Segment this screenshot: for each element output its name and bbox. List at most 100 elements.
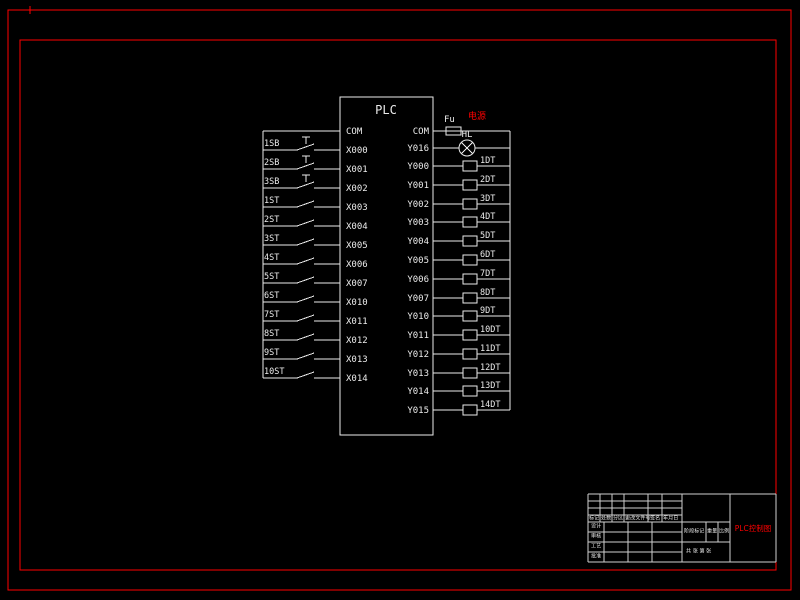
switch-blade-icon: [296, 162, 315, 170]
input-device-label: 5ST: [264, 272, 279, 282]
sig-design: 设计: [591, 523, 602, 530]
frame-outer: [7, 9, 792, 591]
solenoid-icon: [462, 404, 478, 416]
input-device-label: 1ST: [264, 196, 279, 206]
plc-output-pin-label: Y003: [407, 218, 429, 228]
output-device-label: 5DT: [480, 231, 495, 241]
output-device-label: 3DT: [480, 194, 495, 204]
plc-input-pin-label: X005: [346, 241, 368, 251]
output-device-label: 1DT: [480, 156, 495, 166]
sig-approve: 批准: [591, 553, 602, 560]
input-device-label: 10ST: [264, 367, 284, 377]
plc-output-pin-label: Y015: [407, 406, 429, 416]
rev-header-mark: 标记: [589, 515, 600, 522]
input-device-label: 2SB: [264, 158, 279, 168]
plc-output-pin-label: Y004: [407, 237, 429, 247]
plc-output-pin-label: Y002: [407, 200, 429, 210]
solenoid-icon: [462, 329, 478, 341]
solenoid-icon: [462, 198, 478, 210]
plc-input-pin-label: X001: [346, 165, 368, 175]
rev-header-doc: 更改文件号: [625, 515, 651, 522]
plc-com-left-label: COM: [346, 127, 363, 137]
lamp-cross-icon: [460, 141, 474, 155]
switch-blade-icon: [296, 333, 315, 341]
plc-input-pin-label: X012: [346, 336, 368, 346]
plc-input-pin-label: X011: [346, 317, 368, 327]
solenoid-icon: [462, 160, 478, 172]
input-device-label: 2ST: [264, 215, 279, 225]
switch-blade-icon: [296, 219, 315, 227]
solenoid-icon: [462, 216, 478, 228]
solenoid-icon: [462, 310, 478, 322]
switch-blade-icon: [296, 143, 315, 151]
plc-label: PLC: [375, 103, 397, 117]
rev-header-count: 处数: [601, 515, 612, 522]
rev-header-date: 年月日: [663, 515, 679, 522]
switch-blade-icon: [296, 352, 315, 360]
solenoid-icon: [462, 385, 478, 397]
switch-blade-icon: [296, 257, 315, 265]
input-device-label: 6ST: [264, 291, 279, 301]
solenoid-icon: [462, 292, 478, 304]
plc-input-pin-label: X002: [346, 184, 368, 194]
sig-check: 审核: [591, 533, 602, 540]
input-device-label: 3ST: [264, 234, 279, 244]
rev-header-zone: 分区: [613, 515, 624, 522]
sig-process: 工艺: [591, 543, 602, 550]
drawing-title: PLC控制图: [734, 523, 772, 533]
switch-blade-icon: [296, 276, 315, 284]
plc-box: [339, 96, 434, 436]
plc-input-pin-label: X010: [346, 298, 368, 308]
fuse-label: Fu: [444, 115, 455, 125]
rev-header-sign: 签名: [650, 515, 661, 522]
power-label: 电源: [468, 110, 486, 122]
plc-input-pin-label: X013: [346, 355, 368, 365]
plc-input-pin-label: X000: [346, 146, 368, 156]
plc-output-pin-label: Y007: [407, 294, 429, 304]
switch-blade-icon: [296, 238, 315, 246]
plc-input-pin-label: X006: [346, 260, 368, 270]
input-device-label: 4ST: [264, 253, 279, 263]
scale-label: 比例: [719, 528, 730, 535]
output-device-label: 2DT: [480, 175, 495, 185]
switch-blade-icon: [296, 371, 315, 379]
switch-blade-icon: [296, 295, 315, 303]
solenoid-icon: [462, 367, 478, 379]
plc-output-pin-label: Y000: [407, 162, 429, 172]
solenoid-icon: [462, 235, 478, 247]
output-device-label: 11DT: [480, 344, 500, 354]
solenoid-icon: [462, 179, 478, 191]
output-device-label: 9DT: [480, 306, 495, 316]
output-device-label: 6DT: [480, 250, 495, 260]
output-device-label: 13DT: [480, 381, 500, 391]
plc-input-pin-label: X007: [346, 279, 368, 289]
solenoid-icon: [462, 348, 478, 360]
plc-output-pin-label: Y001: [407, 181, 429, 191]
solenoid-icon: [462, 273, 478, 285]
plc-input-pin-label: X004: [346, 222, 368, 232]
output-device-label: 12DT: [480, 363, 500, 373]
switch-blade-icon: [296, 200, 315, 208]
plc-output-pin-label: Y011: [407, 331, 429, 341]
plc-com-right-label: COM: [413, 127, 430, 137]
plc-output-pin-label: Y006: [407, 275, 429, 285]
output-device-label: 8DT: [480, 288, 495, 298]
lamp-icon: [458, 139, 476, 157]
plc-output-pin-label: Y012: [407, 350, 429, 360]
frame-inner: [19, 39, 777, 571]
input-device-label: 7ST: [264, 310, 279, 320]
plc-output-pin-label: Y016: [407, 144, 429, 154]
output-device-label: 10DT: [480, 325, 500, 335]
output-device-label: 4DT: [480, 212, 495, 222]
solenoid-icon: [462, 254, 478, 266]
plc-input-pin-label: X003: [346, 203, 368, 213]
lamp-label: HL: [462, 130, 473, 140]
output-device-label: 7DT: [480, 269, 495, 279]
fuse-icon: [445, 126, 462, 136]
plc-output-pin-label: Y010: [407, 312, 429, 322]
plc-output-pin-label: Y013: [407, 369, 429, 379]
sheet-label: 共 张 第 张: [686, 548, 712, 555]
weight-label: 重量: [707, 528, 718, 535]
